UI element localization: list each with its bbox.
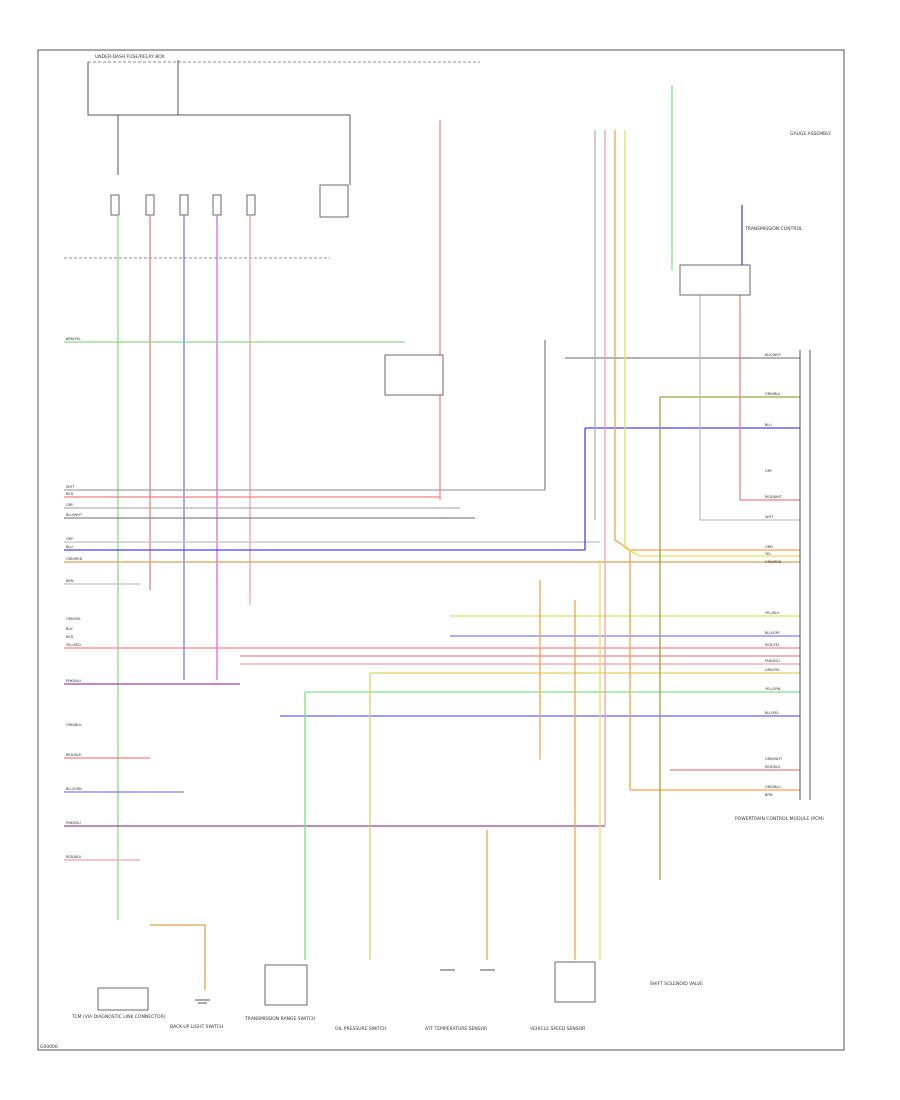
fuse-1 (110, 194, 120, 216)
label-oil-press: OIL PRESSURE SWITCH (335, 1026, 387, 1032)
svg-text:PNK/BLU: PNK/BLU (66, 679, 81, 683)
fuse-4 (212, 194, 222, 216)
label-shift-solenoid: SHIFT SOLENOID VALVE (650, 981, 703, 987)
svg-text:BRN: BRN (66, 579, 74, 583)
fuse-5 (246, 194, 256, 216)
label-vss: VEHICLE SPEED SENSOR (530, 1026, 585, 1032)
svg-text:GRN/YEL: GRN/YEL (66, 617, 81, 621)
v-yellow-mid (624, 130, 641, 557)
relay-1 (319, 184, 349, 218)
svg-text:GRY: GRY (66, 503, 74, 507)
svg-text:GRN/BLK: GRN/BLK (765, 392, 781, 396)
svg-text:BLU/GRY: BLU/GRY (765, 631, 781, 635)
svg-text:BLU: BLU (66, 545, 73, 549)
label-gauge: GAUGE ASSEMBLY (790, 131, 831, 137)
fuse-group (110, 194, 256, 216)
ground-symbols (195, 969, 495, 1004)
label-trans-control: TRANSMISSION CONTROL (744, 226, 803, 232)
svg-text:RED/BLU: RED/BLU (765, 765, 781, 769)
svg-text:BLK/WHT: BLK/WHT (765, 353, 782, 357)
svg-text:GRN/RED: GRN/RED (765, 560, 782, 564)
svg-text:ORN/BLU: ORN/BLU (765, 785, 781, 789)
svg-text:RED/BLU: RED/BLU (66, 855, 82, 859)
label-backup-switch: BACK-UP LIGHT SWITCH (170, 1024, 223, 1030)
svg-text:PNK/BLU: PNK/BLU (765, 659, 780, 663)
svg-text:WHT: WHT (66, 485, 75, 489)
svg-text:BLU: BLU (765, 423, 772, 427)
svg-text:RED: RED (66, 635, 74, 639)
svg-text:RED/WHT: RED/WHT (765, 495, 783, 499)
svg-text:GRN/WHT: GRN/WHT (765, 757, 783, 761)
fuse-2 (145, 194, 155, 216)
v-orange-mid (614, 130, 631, 790)
diagram-frame (37, 49, 845, 1051)
v-orange-backup (150, 924, 206, 990)
ignition-rail (87, 60, 179, 116)
fuse-3 (179, 194, 189, 216)
svg-text:YEL/GRN: YEL/GRN (765, 687, 781, 691)
svg-text:GRN/RED: GRN/RED (66, 557, 83, 561)
right-wire-labels: BLK/WHT GRN/BLK BLU GRY RED/WHT WHT ORN … (765, 353, 783, 797)
label-fuse-box: UNDER-DASH FUSE/RELAY BOX (95, 54, 165, 60)
svg-text:RED/BLK: RED/BLK (66, 753, 82, 757)
left-wire-labels: BRN/YEL WHT RED GRY BLU/WHT GRY BLU GRN/… (66, 337, 83, 859)
svg-text:GRN/BLK: GRN/BLK (66, 723, 82, 727)
svg-text:GRY: GRY (66, 537, 74, 541)
svg-text:GRY: GRY (765, 469, 773, 473)
svg-text:RED/YEL: RED/YEL (765, 643, 780, 647)
label-tcm: TCM (VIA DIAGNOSTIC LINK CONNECTOR) (71, 1014, 166, 1020)
svg-text:BLU/GRN: BLU/GRN (66, 787, 82, 791)
rail-to-relay (178, 114, 351, 185)
svg-text:YEL/BLU: YEL/BLU (765, 611, 780, 615)
svg-text:BLU/WHT: BLU/WHT (66, 513, 83, 517)
svg-text:BRN: BRN (765, 793, 773, 797)
svg-text:BRN/YEL: BRN/YEL (66, 337, 81, 341)
label-trs: TRANSMISSION RANGE SWITCH (244, 1016, 315, 1022)
svg-text:RED: RED (66, 492, 74, 496)
pcm-connector (799, 350, 811, 800)
svg-text:BLK: BLK (66, 627, 73, 631)
footer-code: G00000 (40, 1044, 58, 1050)
label-pcm: POWERTRAIN CONTROL MODULE (PCM) (735, 816, 824, 822)
svg-text:PNK/BLU: PNK/BLU (66, 821, 81, 825)
speed-sensor-box (554, 961, 596, 1003)
svg-text:ORN: ORN (765, 545, 773, 549)
svg-text:BLU/YEL: BLU/YEL (765, 711, 779, 715)
svg-text:YEL/RED: YEL/RED (66, 643, 81, 647)
tcm-connector-box (97, 987, 149, 1011)
svg-text:YEL: YEL (765, 552, 771, 556)
svg-text:WHT: WHT (765, 515, 774, 519)
svg-text:GRN/YEL: GRN/YEL (765, 668, 780, 672)
trans-range-switch-box (264, 964, 308, 1006)
label-atf-temp: ATF TEMPERATURE SENSOR (425, 1026, 487, 1032)
pcm-input-box (679, 264, 751, 296)
relay-2 (384, 354, 444, 396)
